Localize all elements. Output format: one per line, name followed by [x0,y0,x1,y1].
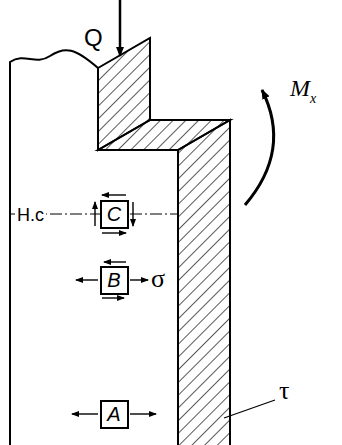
element-letter: C [107,204,121,224]
symbol-label: τ [279,378,289,404]
leader-line [224,400,275,418]
stress-arrows [72,195,156,414]
moment-arrow [245,90,274,205]
hatched-face [178,120,230,445]
beam-outline [10,50,98,445]
element-letter: B [107,270,120,290]
stress-element: B [100,266,129,295]
stress-element: A [100,400,129,429]
symbol-label: Q [84,26,103,50]
symbol-label: M [290,76,310,100]
symbol-label: x [310,92,316,106]
element-letter: A [107,404,120,424]
symbol-label: Н.с [15,205,46,225]
stress-element: C [100,200,129,229]
force-arrow [119,0,122,56]
symbol-label: σ [151,266,165,292]
